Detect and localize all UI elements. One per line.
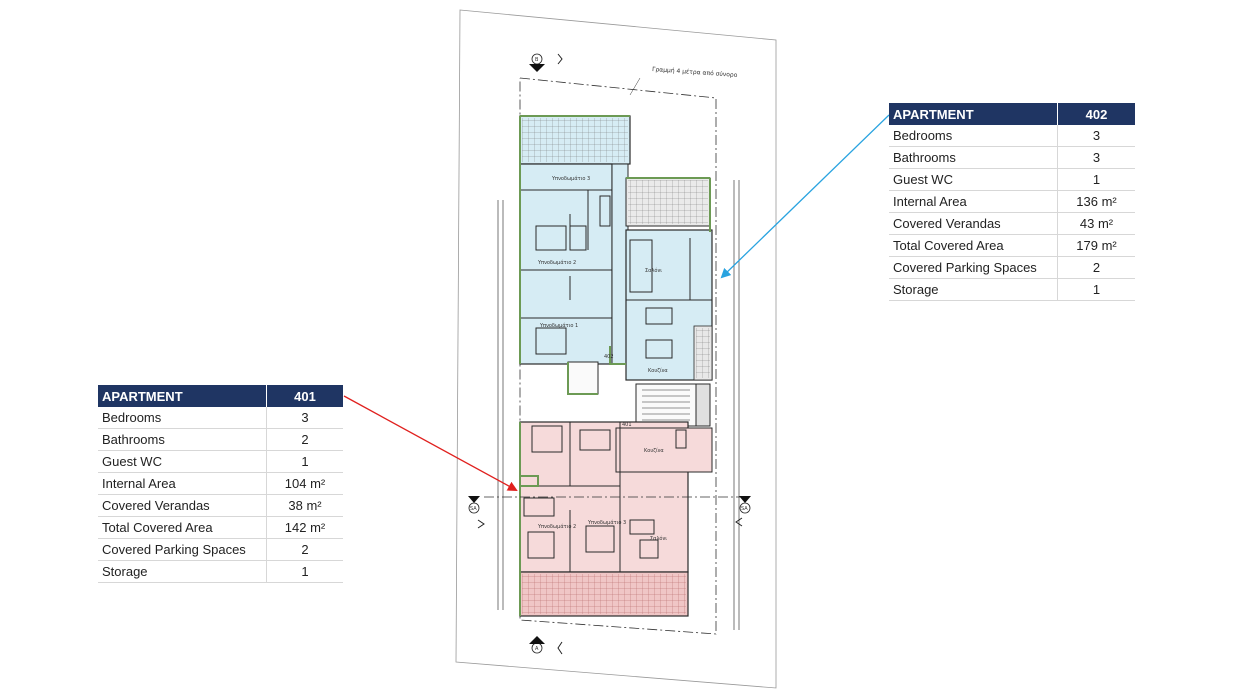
section-marker-left: SA (468, 496, 485, 529)
row-label: Storage (889, 278, 1058, 301)
row-label: Covered Verandas (98, 494, 267, 517)
row-value: 3 (1057, 125, 1135, 147)
room-label: Υπνοδωμάτιο 3 (551, 175, 590, 182)
row-value: 3 (266, 407, 343, 429)
row-value: 179 m² (1057, 234, 1135, 257)
room-label: Υπνοδωμάτιο 3 (587, 519, 626, 526)
row-label: Total Covered Area (98, 516, 267, 539)
apartment-number: 402 (1057, 103, 1135, 125)
setback-line (519, 77, 717, 635)
svg-text:SA: SA (741, 506, 748, 512)
boundary-note: Γραμμή 4 μέτρα από σύνορο (652, 66, 738, 79)
row-label: Internal Area (889, 190, 1058, 213)
row-value: 142 m² (266, 516, 343, 539)
row-value: 1 (1057, 278, 1135, 301)
row-value: 43 m² (1057, 212, 1135, 235)
row-value: 2 (266, 428, 343, 451)
room-label: Κουζίνα (644, 447, 664, 454)
section-marker-bottom: A (529, 636, 563, 655)
row-value: 1 (266, 560, 343, 583)
row-value: 1 (266, 450, 343, 473)
apartment-401-plan: Κουζίνα Υπνοδωμάτιο 2 Υπνοδωμάτιο 3 Σαλό… (519, 421, 713, 617)
row-label: Bedrooms (889, 125, 1058, 147)
row-label: Bathrooms (98, 428, 267, 451)
header-label: APARTMENT (889, 103, 1058, 125)
section-marker-top: B (529, 53, 563, 72)
row-value: 2 (1057, 256, 1135, 279)
svg-text:SA: SA (470, 506, 477, 512)
row-value: 3 (1057, 146, 1135, 169)
site-boundary (455, 9, 777, 689)
row-value: 136 m² (1057, 190, 1135, 213)
svg-text:B: B (535, 57, 539, 63)
room-label: Σαλόνι (645, 267, 662, 274)
row-label: Guest WC (98, 450, 267, 473)
row-value: 104 m² (266, 472, 343, 495)
row-label: Internal Area (98, 472, 267, 495)
arrow-402 (720, 114, 890, 279)
apartment-402-plan: Υπνοδωμάτιο 3 Υπνοδωμάτιο 2 Υπνοδωμάτιο … (519, 115, 713, 381)
row-label: Storage (98, 560, 267, 583)
unit-number-label: 401 (622, 422, 632, 428)
row-value: 38 m² (266, 494, 343, 517)
room-label: Υπνοδωμάτιο 1 (539, 322, 578, 329)
row-label: Covered Parking Spaces (98, 538, 267, 561)
row-label: Covered Verandas (889, 212, 1058, 235)
row-label: Bathrooms (889, 146, 1058, 169)
row-label: Guest WC (889, 168, 1058, 191)
header-label: APARTMENT (98, 385, 267, 407)
arrow-401 (343, 395, 518, 491)
row-label: Covered Parking Spaces (889, 256, 1058, 279)
room-label: Υπνοδωμάτιο 2 (537, 523, 576, 530)
apartment-number: 401 (266, 385, 343, 407)
room-label: Κουζίνα (648, 367, 668, 374)
svg-text:A: A (535, 646, 539, 652)
row-value: 1 (1057, 168, 1135, 191)
unit-number-label: 402 (604, 354, 614, 360)
room-label: Υπνοδωμάτιο 2 (537, 259, 576, 266)
row-label: Total Covered Area (889, 234, 1058, 257)
row-label: Bedrooms (98, 407, 267, 429)
stair-core (567, 361, 711, 427)
row-value: 2 (266, 538, 343, 561)
section-marker-right: SA (735, 496, 751, 527)
room-label: Σαλόνι (650, 535, 667, 542)
